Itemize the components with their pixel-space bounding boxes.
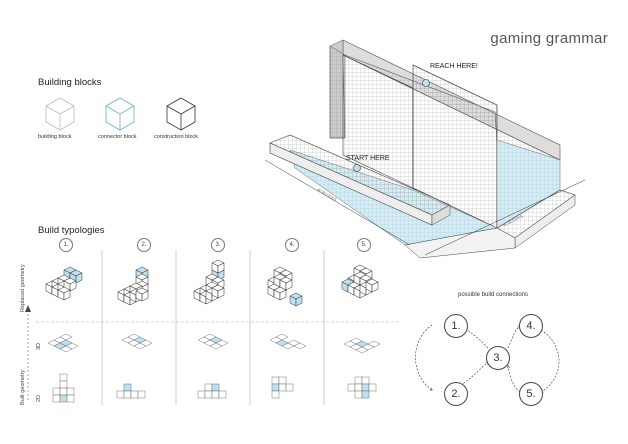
connection-node-1: 1. bbox=[444, 314, 468, 338]
block-label-3: construction block bbox=[154, 134, 199, 140]
connection-node-5: 5. bbox=[519, 382, 543, 406]
reach-label: REACH HERE! bbox=[430, 63, 478, 70]
start-marker bbox=[353, 164, 361, 172]
page-title: gaming grammar bbox=[490, 30, 608, 47]
column-number-4: 4. bbox=[285, 238, 299, 252]
connection-node-3: 3. bbox=[486, 346, 510, 370]
building-block-icon bbox=[45, 97, 75, 131]
column-number-1: 1. bbox=[59, 238, 73, 252]
column-number-2: 2. bbox=[137, 238, 151, 252]
connection-node-4: 4. bbox=[519, 314, 543, 338]
block-label-1: building block bbox=[38, 134, 72, 140]
build-typologies-heading: Build typologies bbox=[38, 225, 105, 236]
block-label-2: connector block bbox=[98, 134, 137, 140]
construction-block-icon bbox=[166, 97, 196, 131]
start-label: START HERE bbox=[346, 155, 390, 162]
building-blocks-heading: Building blocks bbox=[38, 77, 102, 88]
connection-node-2: 2. bbox=[444, 382, 468, 406]
connections-heading: possible build connections bbox=[458, 292, 529, 298]
reach-marker bbox=[422, 79, 430, 87]
column-number-5: 5. bbox=[357, 238, 371, 252]
column-number-3: 3. bbox=[211, 238, 225, 252]
connector-block-icon bbox=[105, 97, 135, 131]
